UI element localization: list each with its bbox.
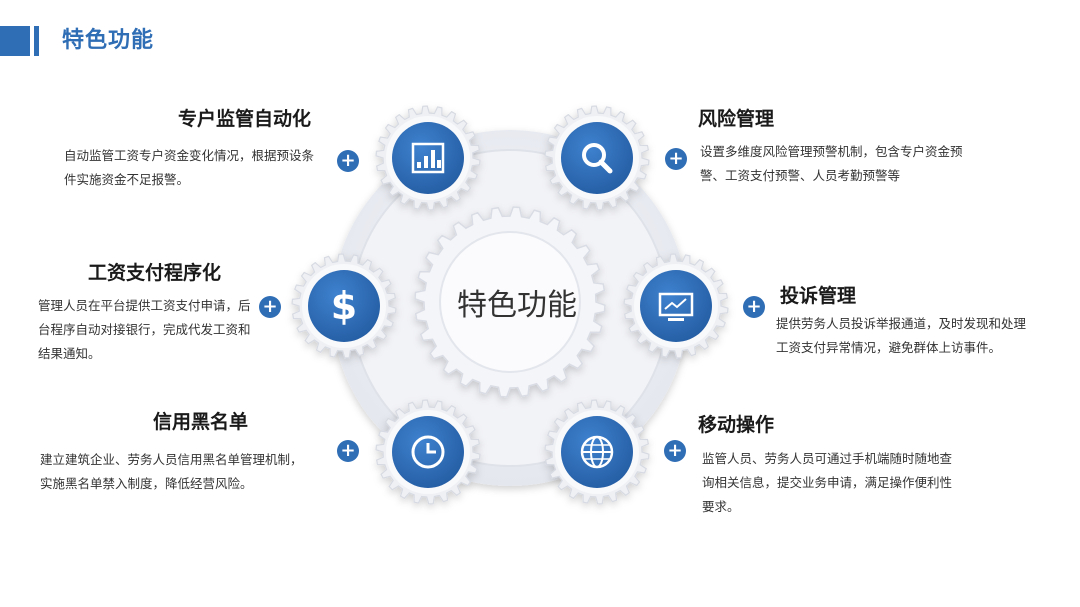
expand-plus-icon-supervision[interactable]: +	[337, 150, 359, 172]
monitor-icon	[658, 292, 694, 321]
dollar-icon: $	[331, 284, 357, 328]
feature-desc-complaint: 提供劳务人员投诉举报通道，及时发现和处理工资支付异常情况，避免群体上访事件。	[776, 316, 1027, 355]
gear-top-left	[375, 105, 481, 211]
title-accent-bar	[34, 26, 39, 56]
globe-icon	[580, 435, 614, 469]
expand-plus-icon-risk[interactable]: +	[665, 148, 687, 170]
gear-bottom-right	[544, 399, 650, 505]
feature-title-mobile: 移动操作	[698, 414, 775, 436]
title-accent-block	[0, 26, 30, 56]
feature-title-payroll: 工资支付程序化	[88, 262, 222, 284]
gear-right	[623, 253, 729, 359]
feature-desc-blacklist: 建立建筑企业、劳务人员信用黑名单管理机制，实施黑名单禁入制度，降低经营风险。	[40, 452, 303, 491]
feature-desc-mobile: 监管人员、劳务人员可通过手机端随时随地查询相关信息，提交业务申请，满足操作便利性…	[702, 451, 953, 514]
center-label: 特色功能	[457, 288, 577, 323]
magnifier-icon	[582, 143, 613, 174]
expand-plus-icon-complaint[interactable]: +	[743, 296, 765, 318]
gear-bottom-left	[375, 399, 481, 505]
gear-top-right	[544, 105, 650, 211]
svg-text:$: $	[331, 284, 357, 328]
feature-title-blacklist: 信用黑名单	[153, 411, 249, 433]
feature-title-risk: 风险管理	[698, 108, 775, 130]
expand-plus-icon-payroll[interactable]: +	[259, 296, 281, 318]
expand-plus-icon-blacklist[interactable]: +	[337, 440, 359, 462]
bar-chart-icon	[411, 142, 445, 174]
page-title: 特色功能	[62, 28, 155, 53]
feature-desc-supervision: 自动监管工资专户资金变化情况，根据预设条件实施资金不足报警。	[64, 148, 315, 187]
feature-title-supervision: 专户监管自动化	[178, 108, 312, 130]
clock-icon	[411, 435, 445, 469]
expand-plus-icon-mobile[interactable]: +	[664, 440, 686, 462]
gear-left: $	[291, 253, 397, 359]
feature-desc-risk: 设置多维度风险管理预警机制，包含专户资金预警、工资支付预警、人员考勤预警等	[700, 144, 963, 183]
center-gear: 特色功能	[414, 206, 606, 398]
feature-title-complaint: 投诉管理	[780, 285, 857, 307]
feature-desc-payroll: 管理人员在平台提供工资支付申请，后台程序自动对接银行，完成代发工资和结果通知。	[38, 298, 251, 361]
